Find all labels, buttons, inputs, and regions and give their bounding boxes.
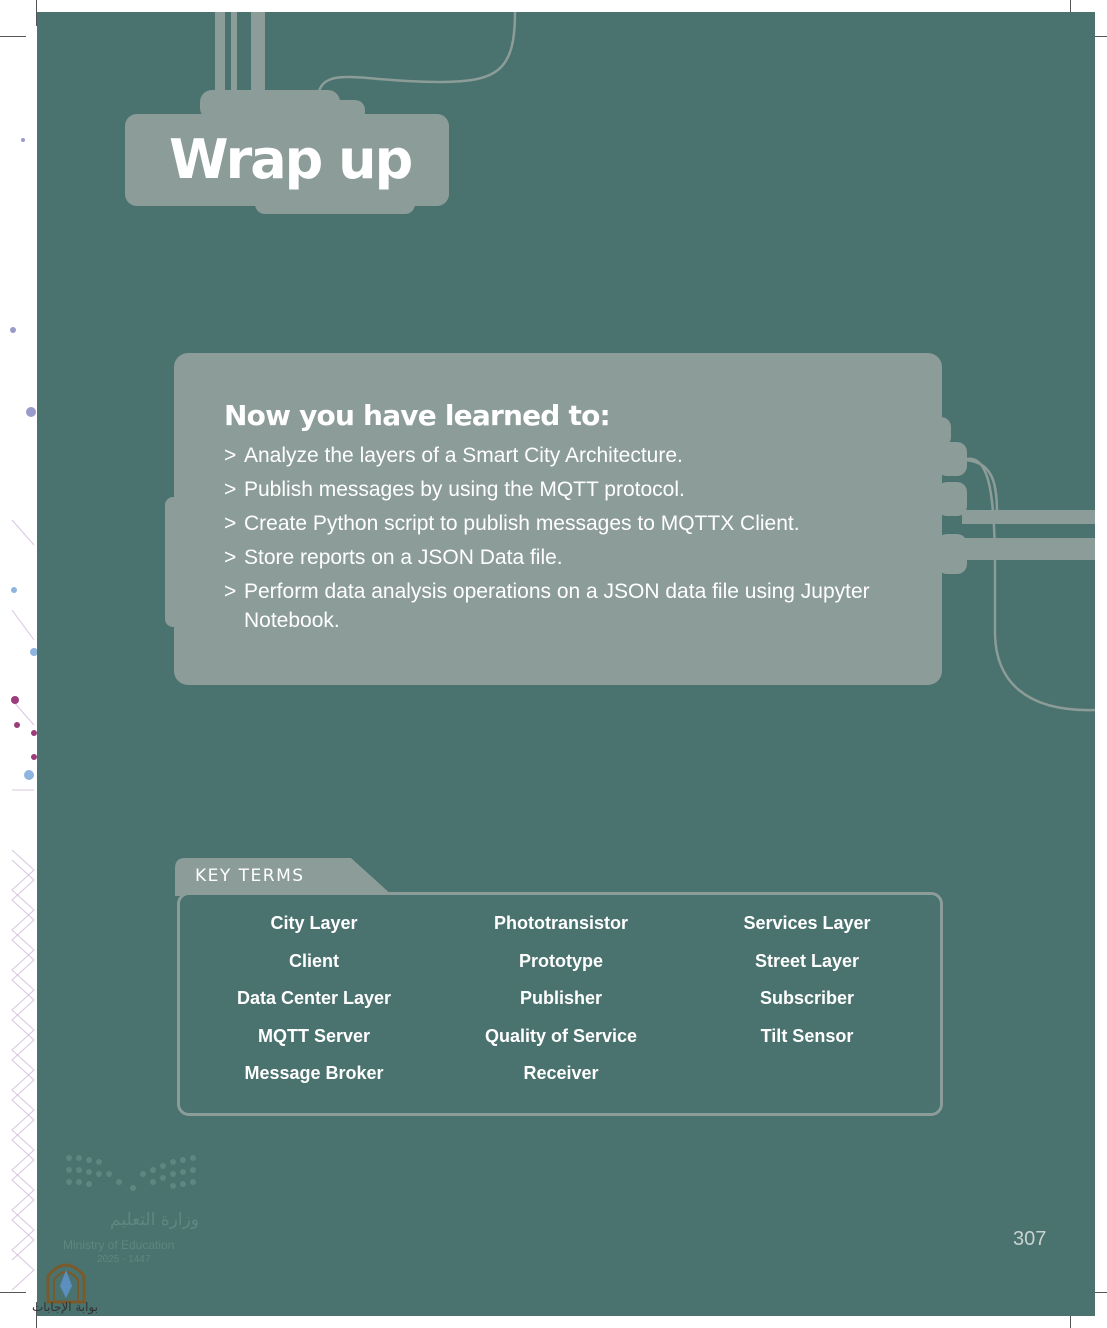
list-item-text: Store reports on a JSON Data file. <box>244 546 563 569</box>
page-title: Wrap up <box>169 128 413 191</box>
key-terms-box: City Layer Client Data Center Layer MQTT… <box>177 892 943 1116</box>
ministry-arabic-name: وزارة التعليم <box>110 1210 199 1230</box>
ministry-watermark: وزارة التعليم Ministry of Education 2025… <box>63 1152 203 1272</box>
key-term: Subscriber <box>759 988 855 1008</box>
chevron-right-icon: > <box>224 478 237 501</box>
chevron-right-icon: > <box>224 546 237 569</box>
page: Wrap up Now you have learned to: > Analy… <box>37 12 1095 1316</box>
crop-mark <box>0 36 26 37</box>
site-logo-icon <box>46 1263 86 1304</box>
site-name: بوابة الإجابات <box>32 1300 99 1314</box>
list-item: > Store reports on a JSON Data file. <box>224 543 924 572</box>
learned-heading: Now you have learned to: <box>224 399 611 432</box>
key-term: City Layer <box>270 913 358 933</box>
list-item: > Create Python script to publish messag… <box>224 509 924 538</box>
crop-mark <box>0 1292 26 1293</box>
key-term: Prototype <box>518 950 603 971</box>
chevron-right-icon: > <box>224 580 237 603</box>
list-item: > Perform data analysis operations on a … <box>224 577 924 635</box>
list-item: > Analyze the layers of a Smart City Arc… <box>224 441 924 470</box>
crop-mark <box>36 1302 37 1328</box>
wrap-up-banner: Wrap up <box>125 114 449 206</box>
key-term: Tilt Sensor <box>760 1025 854 1046</box>
chevron-right-icon: > <box>224 444 237 467</box>
key-terms-grid: City Layer Client Data Center Layer MQTT… <box>180 913 940 1101</box>
learned-list: > Analyze the layers of a Smart City Arc… <box>224 441 924 640</box>
list-item: > Publish messages by using the MQTT pro… <box>224 475 924 504</box>
chevron-right-icon: > <box>224 512 237 535</box>
key-term: Street Layer <box>754 950 860 971</box>
key-terms-tab <box>175 858 393 896</box>
key-terms-label: KEY TERMS <box>195 866 305 886</box>
key-term: MQTT Server <box>257 1025 371 1046</box>
page-number: 307 <box>1013 1228 1047 1250</box>
margin-decoration <box>10 138 37 1291</box>
list-item-text: Analyze the layers of a Smart City Archi… <box>244 444 683 467</box>
crop-mark <box>36 0 37 26</box>
ministry-dots-logo <box>66 1155 196 1191</box>
key-term: Publisher <box>519 988 603 1008</box>
learned-panel: Now you have learned to: > Analyze the l… <box>174 353 942 685</box>
ministry-year: 2025 - 1447 <box>97 1254 151 1265</box>
list-item-text: Perform data analysis operations on a JS… <box>244 580 870 632</box>
key-term: Client <box>288 950 339 971</box>
key-term: Phototransistor <box>493 913 628 933</box>
key-term: Quality of Service <box>484 1025 638 1046</box>
key-term: Message Broker <box>244 1063 384 1083</box>
key-term: Receiver <box>523 1063 599 1083</box>
key-term: Services Layer <box>743 913 871 933</box>
list-item-text: Publish messages by using the MQTT proto… <box>244 478 685 501</box>
ministry-english-name: Ministry of Education <box>63 1238 175 1252</box>
list-item-text: Create Python script to publish messages… <box>244 512 800 535</box>
key-term: Data Center Layer <box>236 988 392 1008</box>
